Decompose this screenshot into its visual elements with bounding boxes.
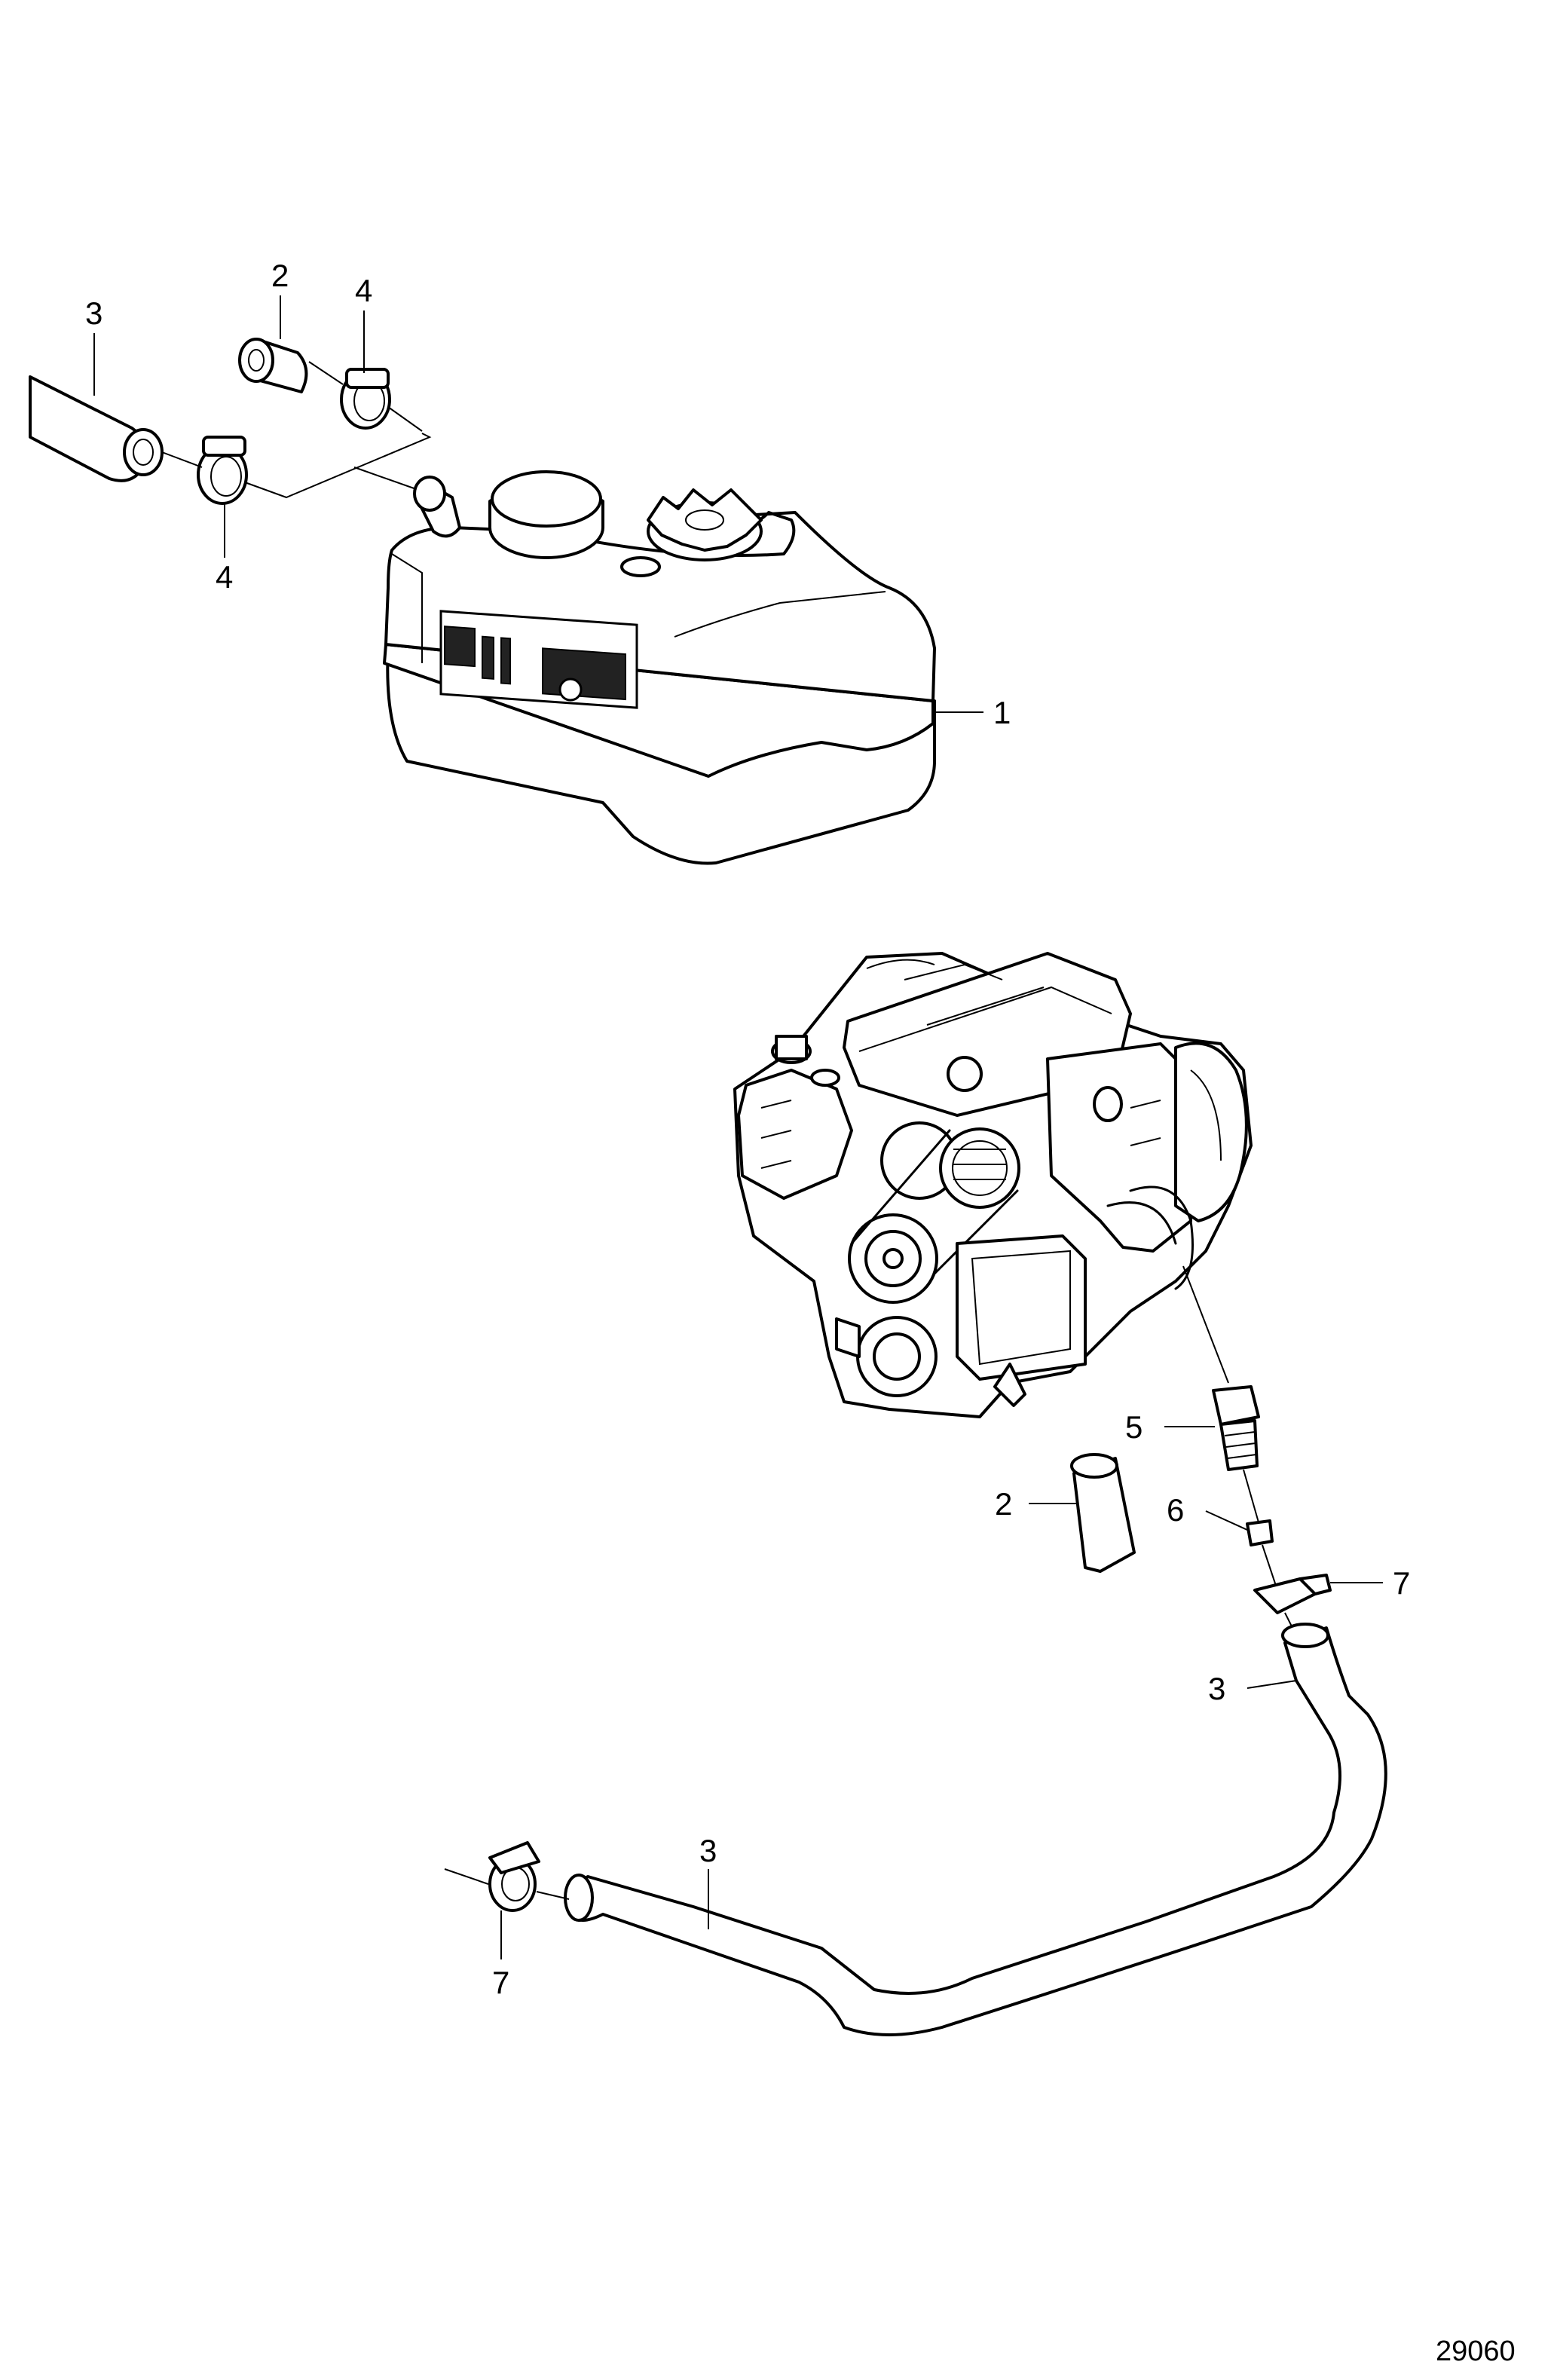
adapter-part-2-top: [238, 338, 308, 393]
callout-7-bottom: 7: [492, 1965, 509, 2000]
figure-number: 29060: [1436, 2336, 1516, 2367]
hose-clamp-part-4-left: [197, 436, 248, 505]
callout-7-right: 7: [1393, 1565, 1410, 1601]
expansion-tank-part-1: [383, 470, 936, 865]
fitting-part-5: [1212, 1385, 1260, 1471]
callout-5: 5: [1125, 1409, 1143, 1445]
guide-line-engine-to-fitting: [1182, 1265, 1229, 1384]
callout-1-tank: 1: [993, 695, 1011, 730]
callout-3-bottom: 3: [699, 1833, 717, 1868]
guide-line-fitting-to-nipple: [1243, 1469, 1259, 1523]
hose-part-3-top: [29, 375, 164, 482]
hose-clamp-part-7-bottom: [488, 1841, 540, 1912]
engine-assembly: [733, 952, 1253, 1418]
adapter-part-2-bottom: [1070, 1453, 1136, 1573]
hose-clamp-part-4-right: [340, 368, 391, 430]
star-cap: [647, 488, 763, 561]
callout-6: 6: [1167, 1492, 1184, 1528]
callout-3-right: 3: [1208, 1671, 1225, 1706]
hose-clamp-part-7-right: [1253, 1574, 1332, 1614]
callout-4-top-left: 4: [216, 559, 233, 595]
callout-2-top: 2: [271, 258, 289, 293]
callout-4-top-right: 4: [355, 273, 372, 308]
guide-line-clamp-to-hose-bottom: [444, 1868, 570, 1900]
assembly-guide-lines-top: [161, 361, 432, 499]
callout-3-top: 3: [85, 295, 102, 331]
callout-2-bottom: 2: [995, 1486, 1012, 1522]
nipple-part-6: [1246, 1519, 1274, 1546]
guide-line-nipple-to-clamp: [1262, 1544, 1278, 1591]
